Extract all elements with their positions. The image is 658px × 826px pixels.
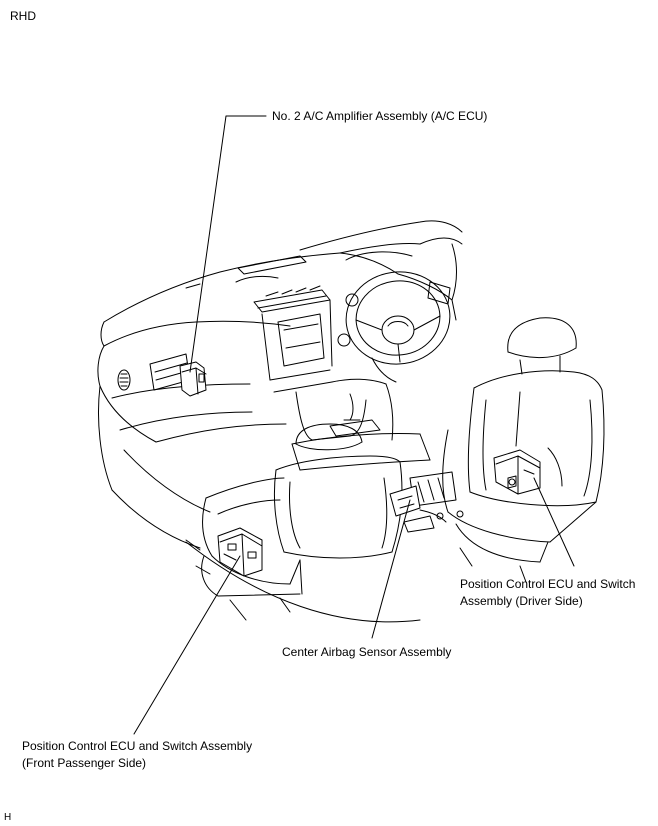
dashboard-outline: [97, 220, 463, 549]
passenger-seat: [185, 423, 403, 621]
passenger-ecu-leader: [133, 555, 241, 735]
ac-amplifier-callout: No. 2 A/C Amplifier Assembly (A/C ECU): [272, 109, 488, 123]
passenger-ecu-callout-line2: (Front Passenger Side): [22, 756, 147, 770]
driver-ecu-callout-line2: Assembly (Driver Side): [460, 594, 583, 608]
passenger-ecu-switch: [217, 527, 263, 577]
leader-lines: [133, 115, 575, 735]
driver-ecu-switch: [493, 449, 541, 495]
ac-amplifier-assembly: [179, 361, 207, 397]
passenger-ecu-callout: Position Control ECU and Switch Assembly…: [22, 738, 252, 772]
figure-code: H: [4, 812, 12, 823]
airbag-sensor-callout: Center Airbag Sensor Assembly: [282, 645, 452, 659]
driver-ecu-leader: [533, 477, 575, 567]
driver-ecu-callout: Position Control ECU and Switch Assembly…: [460, 576, 635, 610]
steering-wheel: [337, 251, 451, 383]
airbag-sensor-leader: [371, 499, 411, 639]
center-console: [185, 432, 464, 623]
passenger-ecu-callout-line1: Position Control ECU and Switch Assembly: [22, 739, 253, 753]
driver-seat: [442, 317, 605, 583]
drive-side-label: RHD: [10, 9, 36, 23]
ac-amplifier-leader: [189, 115, 267, 373]
driver-ecu-callout-line1: Position Control ECU and Switch: [460, 577, 636, 591]
